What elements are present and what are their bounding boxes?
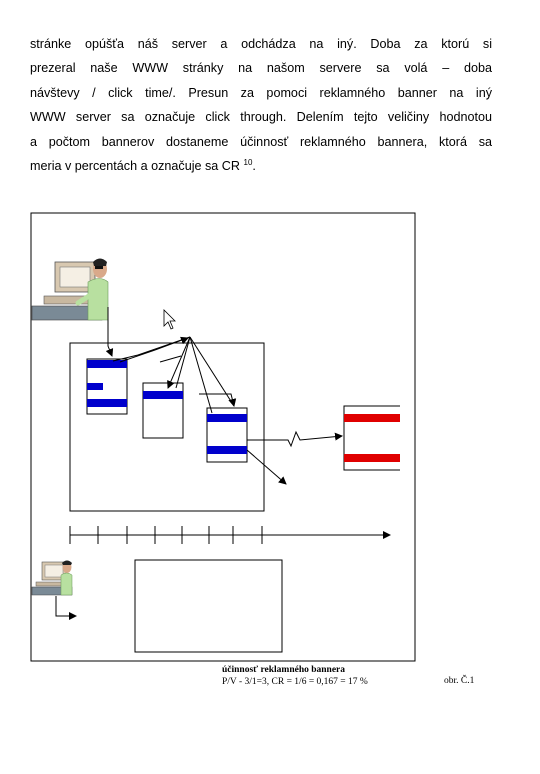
- paragraph-line: WWW server sa označuje click through. De…: [30, 110, 492, 125]
- server-box: [69, 342, 265, 512]
- banner-blue: [87, 360, 127, 368]
- banner-blue: [207, 446, 247, 454]
- paragraph-line-text: meria v percentách a označuje sa CR: [30, 159, 240, 174]
- caption-formula: P/V - 3/1=3, CR = 1/6 = 0,167 = 17 %: [222, 677, 368, 687]
- paragraph-line: stránke opúšťa náš server a odchádza na …: [30, 37, 492, 51]
- computer-user-small-icon: [31, 560, 73, 596]
- figure-caption: účinnosť reklamného bannera P/V - 3/1=3,…: [222, 664, 368, 688]
- footnote-ref: 10: [243, 158, 253, 168]
- user-return-arrow: [55, 596, 77, 620]
- computer-user-icon: [31, 258, 109, 321]
- timeline-axis: [69, 526, 391, 544]
- web-page-1: [86, 358, 128, 415]
- paragraph-line: a počtom bannerov dostaneme účinnosť rek…: [30, 134, 492, 149]
- web-page-2: [142, 382, 184, 439]
- body-paragraph: stránke opúšťa náš server a odchádza na …: [30, 32, 492, 178]
- paragraph-line: prezeral naše WWW stránky na našom serve…: [30, 61, 492, 76]
- banner-red: [344, 414, 400, 422]
- figure-number: obr. Č.1: [444, 676, 475, 686]
- banner-blue: [87, 383, 103, 390]
- paragraph-last-line: meria v percentách a označuje sa CR 10.: [30, 154, 492, 178]
- banner-blue: [143, 391, 183, 399]
- paragraph-line-end: .: [252, 159, 256, 174]
- mouse-cursor-icon: [163, 309, 176, 330]
- banner-blue: [87, 399, 127, 407]
- banner-blue: [207, 414, 247, 422]
- empty-box: [134, 559, 283, 653]
- web-page-3: [206, 407, 248, 463]
- caption-title: účinnosť reklamného bannera: [222, 665, 346, 675]
- flow-arrows: [105, 307, 343, 485]
- figure-frame: [30, 212, 416, 662]
- paragraph-line: návštevy / click time/. Presun za pomoci…: [30, 85, 492, 100]
- banner-red: [344, 454, 400, 462]
- external-server-page: [343, 405, 400, 471]
